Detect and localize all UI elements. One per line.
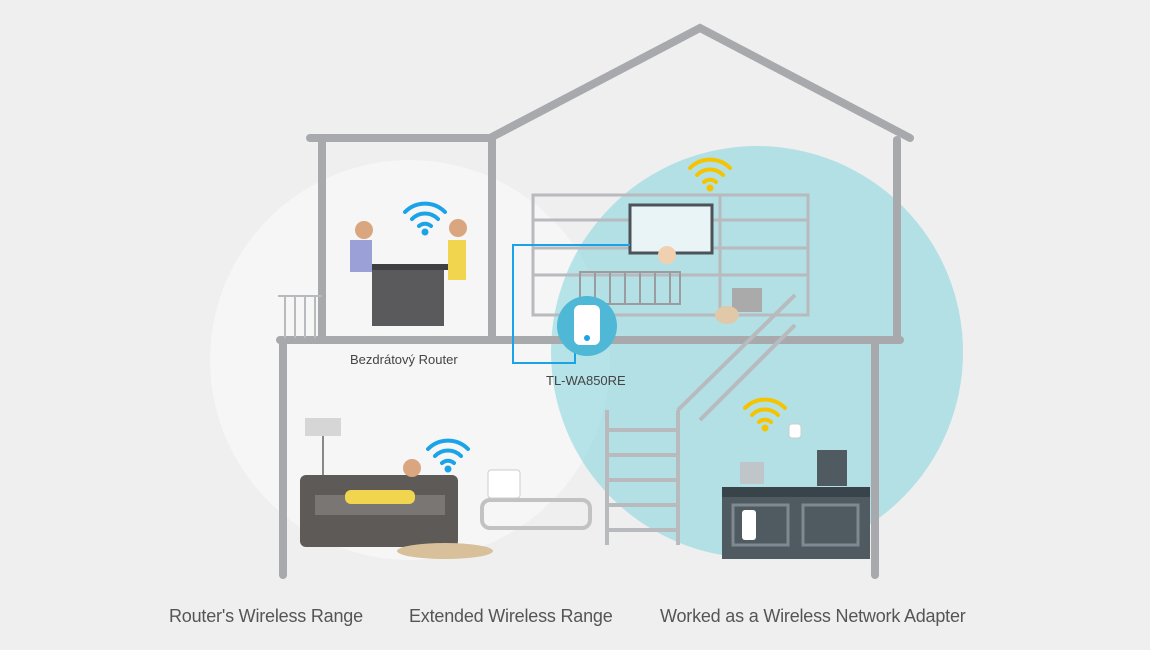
tv <box>628 203 714 255</box>
desk-top <box>368 264 450 270</box>
wifi-icon-kitchen <box>743 397 787 432</box>
router-range-circle <box>210 160 610 560</box>
wifi-icon-living-room <box>426 438 470 473</box>
dog-downstairs <box>397 543 493 559</box>
coffee-table <box>480 498 592 530</box>
pot <box>740 462 764 484</box>
man-shirt <box>350 240 372 272</box>
man <box>355 221 373 239</box>
woman <box>449 219 467 237</box>
oven-door-2 <box>801 503 860 547</box>
extender-label: TL-WA850RE <box>546 373 626 388</box>
wall-socket <box>788 423 802 439</box>
extender-led <box>584 335 590 341</box>
box <box>732 288 762 312</box>
woman-head <box>403 459 421 477</box>
oven-door-1 <box>731 503 790 547</box>
dog-upstairs <box>715 306 739 324</box>
balcony-railing <box>278 295 322 338</box>
legend-network-adapter: Worked as a Wireless Network Adapter <box>660 606 966 626</box>
legend-router-range: Router's Wireless Range <box>169 606 363 626</box>
coffee-maker <box>817 450 847 486</box>
legend-extended-range: Extended Wireless Range <box>409 606 613 626</box>
ethernet-cable <box>512 244 630 364</box>
wifi-icon-office <box>403 201 447 236</box>
woman-lying <box>345 490 415 504</box>
woman-dress <box>448 240 466 280</box>
wifi-icon-nursery <box>688 157 732 192</box>
desk <box>372 268 444 326</box>
adapter-device <box>742 510 756 540</box>
stove-top <box>722 487 870 497</box>
router-device <box>487 469 521 499</box>
router-label: Bezdrátový Router <box>350 352 458 367</box>
extender-device <box>574 305 600 345</box>
baby <box>658 246 676 264</box>
house-outline <box>276 23 914 579</box>
lamp <box>305 418 341 436</box>
staircase <box>605 293 797 545</box>
